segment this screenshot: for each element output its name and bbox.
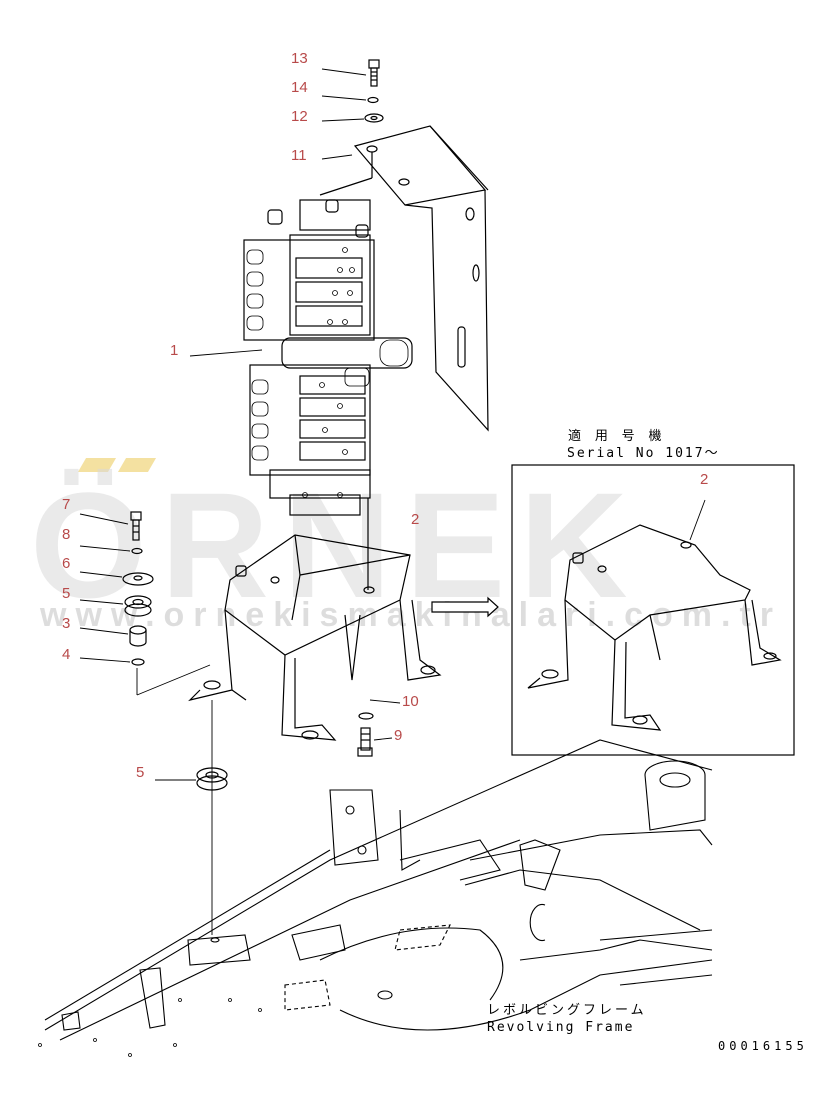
inset-title-jp: 適 用 号 機 bbox=[568, 429, 665, 444]
callout-8: 8 bbox=[62, 526, 71, 543]
inset-serial: Serial No 1017～ bbox=[567, 446, 720, 461]
callout-2: 2 bbox=[411, 511, 420, 528]
callout-7: 7 bbox=[62, 496, 71, 513]
callout-2-inset: 2 bbox=[700, 471, 709, 488]
callout-12: 12 bbox=[291, 108, 308, 125]
callout-5-lower: 5 bbox=[136, 764, 145, 781]
callout-4: 4 bbox=[62, 646, 71, 663]
washer-10-part bbox=[358, 712, 374, 720]
plate-11-part bbox=[319, 125, 489, 432]
callout-11: 11 bbox=[291, 147, 307, 164]
washer-8-part bbox=[131, 547, 143, 555]
drawing-number: 00016155 bbox=[718, 1039, 808, 1053]
arrow-to-inset bbox=[431, 596, 499, 618]
frame-label-en: Revolving Frame bbox=[487, 1020, 635, 1035]
callout-6: 6 bbox=[62, 555, 71, 572]
control-valve-1-part bbox=[243, 199, 413, 590]
callout-1: 1 bbox=[170, 342, 179, 359]
revolving-frame-part bbox=[38, 739, 713, 1057]
collar-3-part bbox=[129, 625, 147, 647]
bolt-13-part bbox=[368, 59, 380, 87]
bracket-2-part bbox=[188, 534, 442, 741]
cushion-5-lower-part bbox=[155, 767, 228, 791]
callout-13: 13 bbox=[291, 50, 308, 67]
bolt-7-part bbox=[130, 511, 142, 541]
frame-label-jp: レボルビングフレーム bbox=[487, 1003, 647, 1018]
callout-5: 5 bbox=[62, 585, 71, 602]
inset-box bbox=[511, 464, 795, 756]
bolt-9-part bbox=[357, 727, 373, 757]
inset-bracket-2-part bbox=[527, 499, 782, 731]
washer-14-part bbox=[367, 96, 379, 104]
washer-12-part bbox=[364, 113, 384, 123]
callout-9: 9 bbox=[394, 727, 403, 744]
callout-3: 3 bbox=[62, 615, 71, 632]
washer-4-part bbox=[131, 658, 145, 666]
cushion-5-part bbox=[124, 595, 152, 617]
callout-14: 14 bbox=[291, 79, 308, 96]
callout-10: 10 bbox=[402, 693, 419, 710]
washer-6-part bbox=[122, 572, 154, 586]
